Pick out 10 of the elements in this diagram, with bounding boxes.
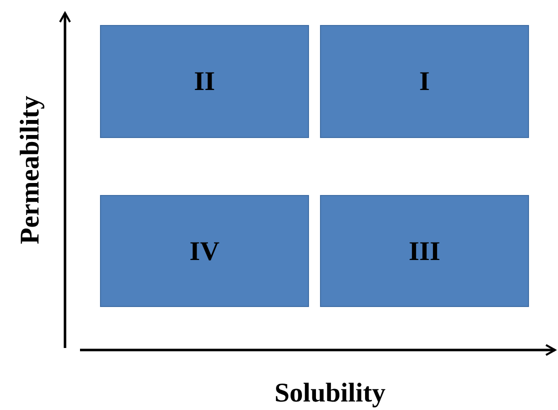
- class-label: III: [408, 236, 440, 266]
- class-box: [320, 195, 529, 307]
- class-box: [320, 25, 529, 138]
- class-label: IV: [189, 236, 220, 266]
- class-label: II: [194, 66, 215, 97]
- class-box: [100, 25, 309, 138]
- class-label: I: [419, 66, 430, 97]
- class-box: [100, 195, 309, 307]
- axis-label: Permeability: [14, 96, 46, 244]
- axis-label: Solubility: [274, 378, 386, 408]
